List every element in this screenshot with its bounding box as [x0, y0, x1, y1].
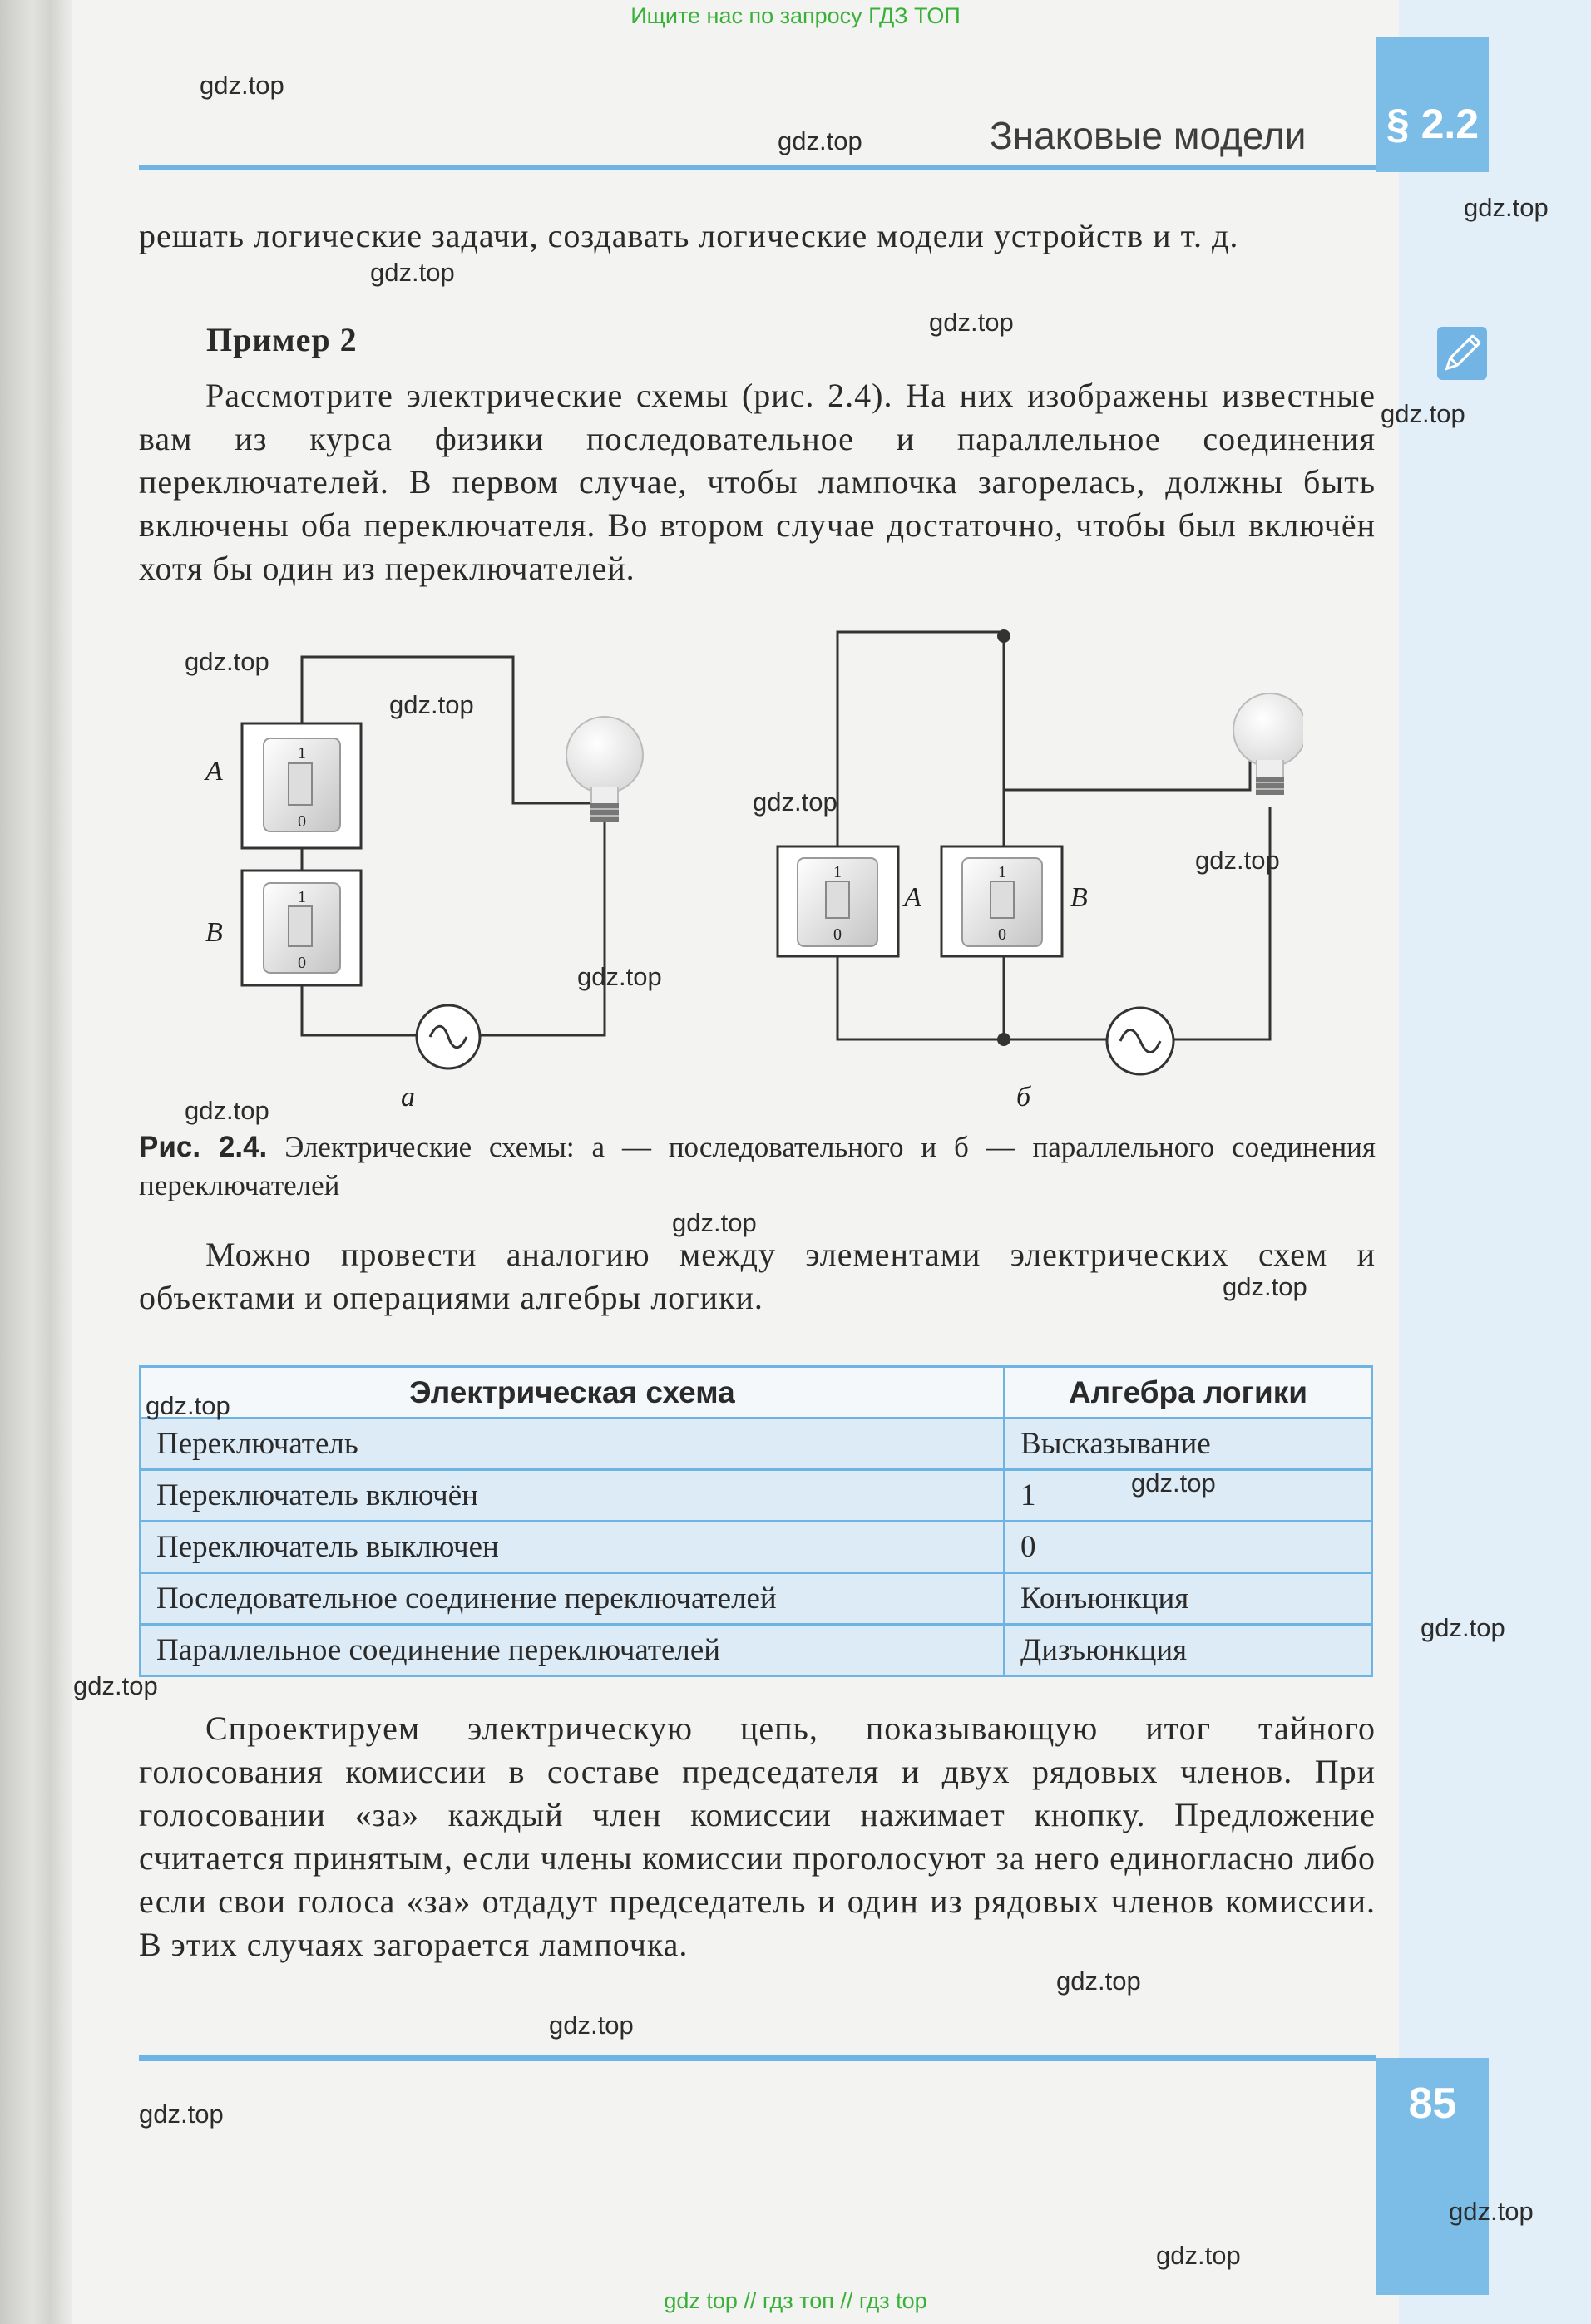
- watermark: gdz.top: [672, 1208, 757, 1237]
- bulb-series: [566, 716, 644, 822]
- page-number: 85: [1408, 2080, 1457, 2128]
- switch-a-series: 1 0: [263, 738, 341, 832]
- watermark: gdz.top: [1381, 399, 1465, 428]
- svg-text:1: 1: [998, 863, 1006, 881]
- watermark: gdz.top: [389, 690, 474, 719]
- watermark: gdz.top: [549, 2011, 634, 2040]
- label-subfigure-a: а: [401, 1082, 415, 1113]
- table-cell: Высказывание: [1003, 1417, 1373, 1471]
- circuit-diagrams: 1 0 1 0 A B а 1 0: [204, 629, 1303, 1113]
- watermark: gdz.top: [1464, 193, 1549, 222]
- watermark: gdz.top: [1156, 2241, 1241, 2270]
- svg-text:0: 0: [833, 925, 842, 944]
- svg-text:1: 1: [298, 888, 306, 906]
- watermark: gdz.top: [185, 1096, 269, 1125]
- table-row: Переключатель выключен 0: [139, 1520, 1373, 1574]
- paragraph-example: Рассмотрите электрические схемы (рис. 2.…: [139, 377, 1376, 587]
- switch-a-parallel: 1 0: [797, 857, 878, 947]
- table-row: Переключатель включён 1: [139, 1468, 1373, 1522]
- table-header-cell: Электрическая схема: [139, 1365, 1005, 1419]
- label-b-series: B: [205, 917, 223, 948]
- footer-divider: [139, 2055, 1376, 2061]
- table-cell: 0: [1003, 1520, 1373, 1574]
- switch-b-series: 1 0: [263, 882, 341, 974]
- header-divider: [139, 165, 1376, 170]
- watermark: gdz.top: [146, 1391, 230, 1420]
- switch-b-parallel: 1 0: [961, 857, 1043, 947]
- figure-caption: Рис. 2.4. Электрические схемы: а — после…: [139, 1128, 1376, 1205]
- table-cell: Переключатель: [139, 1417, 1005, 1471]
- top-banner[interactable]: Ищите нас по запросу ГДЗ ТОП: [630, 3, 961, 28]
- header-title: Знаковые модели: [990, 114, 1307, 157]
- table-row: Параллельное соединение переключателей Д…: [139, 1623, 1373, 1677]
- table-row: Переключатель Высказывание: [139, 1417, 1373, 1471]
- table-cell: Переключатель включён: [139, 1468, 1005, 1522]
- table-cell: Дизъюнкция: [1003, 1623, 1373, 1677]
- ac-source-parallel: [1105, 1006, 1175, 1076]
- pencil-icon: [1437, 327, 1487, 380]
- svg-text:0: 0: [298, 812, 306, 831]
- svg-text:0: 0: [998, 925, 1006, 944]
- watermark: gdz.top: [1131, 1468, 1216, 1498]
- watermark: gdz.top: [73, 1671, 158, 1700]
- table-header-cell: Алгебра логики: [1003, 1365, 1373, 1419]
- caption-label: Рис. 2.4.: [139, 1131, 268, 1163]
- watermark: gdz.top: [1195, 846, 1280, 875]
- label-a-series: A: [204, 756, 223, 787]
- paragraph-design: Спроектируем электрическую цепь, показыв…: [139, 1710, 1376, 1963]
- svg-text:1: 1: [298, 744, 306, 762]
- table-cell: Последовательное соединение переключател…: [139, 1572, 1005, 1626]
- table-cell: Параллельное соединение переключателей: [139, 1623, 1005, 1677]
- table-cell: Переключатель выключен: [139, 1520, 1005, 1574]
- correspondence-table: Электрическая схема Алгебра логики Перек…: [139, 1365, 1373, 1677]
- table-row: Последовательное соединение переключател…: [139, 1572, 1373, 1626]
- watermark: gdz.top: [753, 787, 837, 817]
- svg-text:0: 0: [298, 954, 306, 972]
- section-tab: [1376, 37, 1489, 172]
- page-number-tab: [1376, 2058, 1489, 2295]
- example-title: Пример 2: [206, 321, 358, 358]
- watermark: gdz.top: [185, 647, 269, 676]
- parallel-circuit: [776, 630, 1272, 1041]
- watermark: gdz.top: [1223, 1272, 1307, 1301]
- watermark: gdz.top: [929, 308, 1014, 337]
- watermark: gdz.top: [778, 126, 862, 155]
- book-binding: [0, 0, 72, 2324]
- bottom-banner[interactable]: gdz top // гдз топ // гдз top: [664, 2288, 927, 2313]
- bulb-parallel: [1233, 693, 1303, 795]
- watermark: gdz.top: [370, 258, 455, 287]
- watermark: gdz.top: [139, 2099, 224, 2129]
- right-margin-strip: [1399, 0, 1591, 2324]
- paragraph-analogy: Можно провести аналогию между элементами…: [139, 1236, 1376, 1316]
- watermark: gdz.top: [1056, 1966, 1141, 1996]
- table-header-row: Электрическая схема Алгебра логики: [139, 1365, 1373, 1419]
- ac-source-series: [415, 1004, 482, 1070]
- caption-text: Электрические схемы: а — последовательно…: [139, 1131, 1376, 1201]
- watermark: gdz.top: [1421, 1613, 1505, 1642]
- section-number: § 2.2: [1386, 101, 1480, 147]
- paragraph-intro: решать логические задачи, создавать логи…: [139, 217, 1239, 254]
- table-cell: Конъюнкция: [1003, 1572, 1373, 1626]
- svg-text:1: 1: [833, 863, 842, 881]
- watermark: gdz.top: [1449, 2197, 1534, 2226]
- label-a-parallel: A: [902, 882, 921, 913]
- label-b-parallel: B: [1070, 882, 1088, 913]
- watermark: gdz.top: [200, 71, 284, 100]
- label-subfigure-b: б: [1016, 1082, 1032, 1113]
- watermark: gdz.top: [577, 962, 662, 991]
- table-cell: 1: [1003, 1468, 1373, 1522]
